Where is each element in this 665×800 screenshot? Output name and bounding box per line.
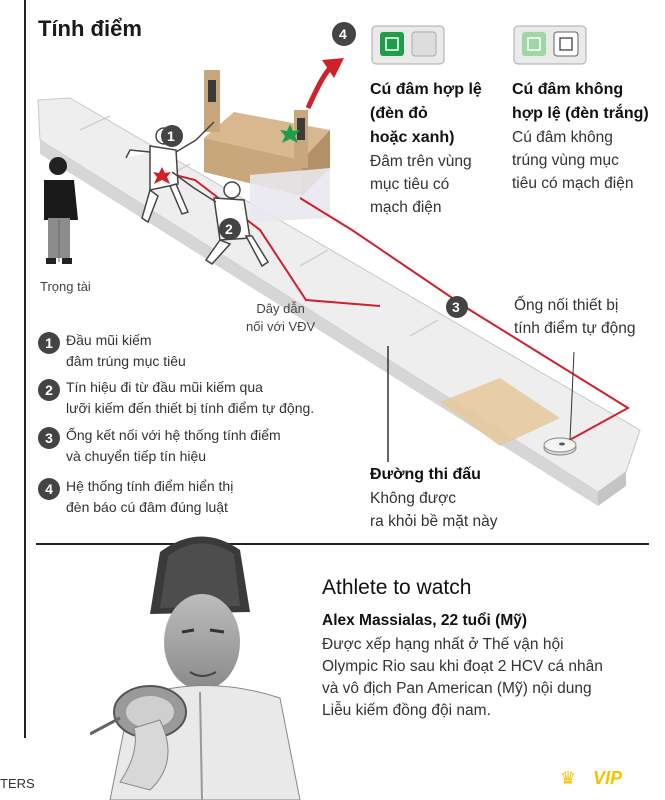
athlete-section-title: Athlete to watch	[322, 576, 472, 599]
valid-touch-block: Cú đâm hợp lệ (đèn đỏ hoặc xanh) Đâm trê…	[370, 78, 510, 219]
invalid-touch-block: Cú đâm không hợp lệ (đèn trắng) Cú đâm k…	[512, 78, 662, 195]
diagram-badge-2: 2	[219, 218, 241, 240]
wire-label: Dây dẫn nối với VĐV	[246, 301, 316, 334]
piste-side-end	[598, 472, 626, 506]
valid-touch-heading: Cú đâm hợp lệ (đèn đỏ hoặc xanh)	[370, 81, 482, 146]
invalid-light-on	[522, 32, 546, 56]
legend-badge-2: 2	[38, 379, 60, 401]
scoring-box-base	[250, 168, 330, 222]
reel-label: Ống nối thiết bị tính điểm tự động	[514, 297, 636, 337]
svg-text:3: 3	[452, 299, 460, 315]
athlete-photo	[90, 536, 301, 800]
source-credit: TERS	[0, 776, 35, 791]
crown-icon: ♛	[560, 768, 577, 788]
invalid-touch-description: Cú đâm không trúng vùng mục tiêu có mạch…	[512, 129, 634, 192]
svg-text:2: 2	[225, 221, 233, 237]
athlete-description: Được xếp hạng nhất ở Thế vận hội Olympic…	[322, 636, 603, 719]
piste-description: Không được ra khỏi bề mặt này	[370, 490, 498, 530]
red-hit-burst	[153, 167, 171, 184]
piste-label: Đường thi đấu Không được ra khỏi bề mặt …	[370, 463, 570, 533]
red-arrow	[305, 64, 334, 110]
invalid-light-panel	[513, 25, 587, 65]
diagram-badge-1: 1	[161, 125, 183, 147]
valid-light-panel	[371, 25, 445, 65]
valid-light-on	[380, 32, 404, 56]
diagram-badge-4: 4	[332, 22, 356, 46]
invalid-touch-heading: Cú đâm không hợp lệ (đèn trắng)	[512, 81, 649, 122]
referee-label: Trọng tài	[40, 279, 91, 294]
section-divider	[36, 543, 649, 545]
page-title: Tính điểm	[38, 16, 142, 41]
reel-device	[543, 437, 577, 456]
green-light-burst	[280, 124, 300, 143]
legend-badge-1: 1	[38, 332, 60, 354]
brand-logo: ♛ VIP	[560, 768, 623, 788]
fencing-diagram: 1 2 3 4	[37, 22, 641, 506]
piste-warning-zone	[440, 378, 560, 446]
diagram-badge-3: 3	[446, 296, 468, 318]
piste-heading: Đường thi đấu	[370, 466, 481, 483]
left-vertical-rule	[24, 0, 26, 738]
svg-text:4: 4	[339, 26, 347, 42]
svg-text:1: 1	[167, 128, 175, 144]
legend-badge-3: 3	[38, 427, 60, 449]
red-wire	[174, 174, 630, 443]
referee-figure	[44, 157, 78, 264]
athlete-name: Alex Massialas, 22 tuổi (Mỹ)	[322, 612, 528, 629]
valid-touch-description: Đâm trên vùng mục tiêu có mạch điện	[370, 153, 472, 216]
legend-badge-4: 4	[38, 478, 60, 500]
